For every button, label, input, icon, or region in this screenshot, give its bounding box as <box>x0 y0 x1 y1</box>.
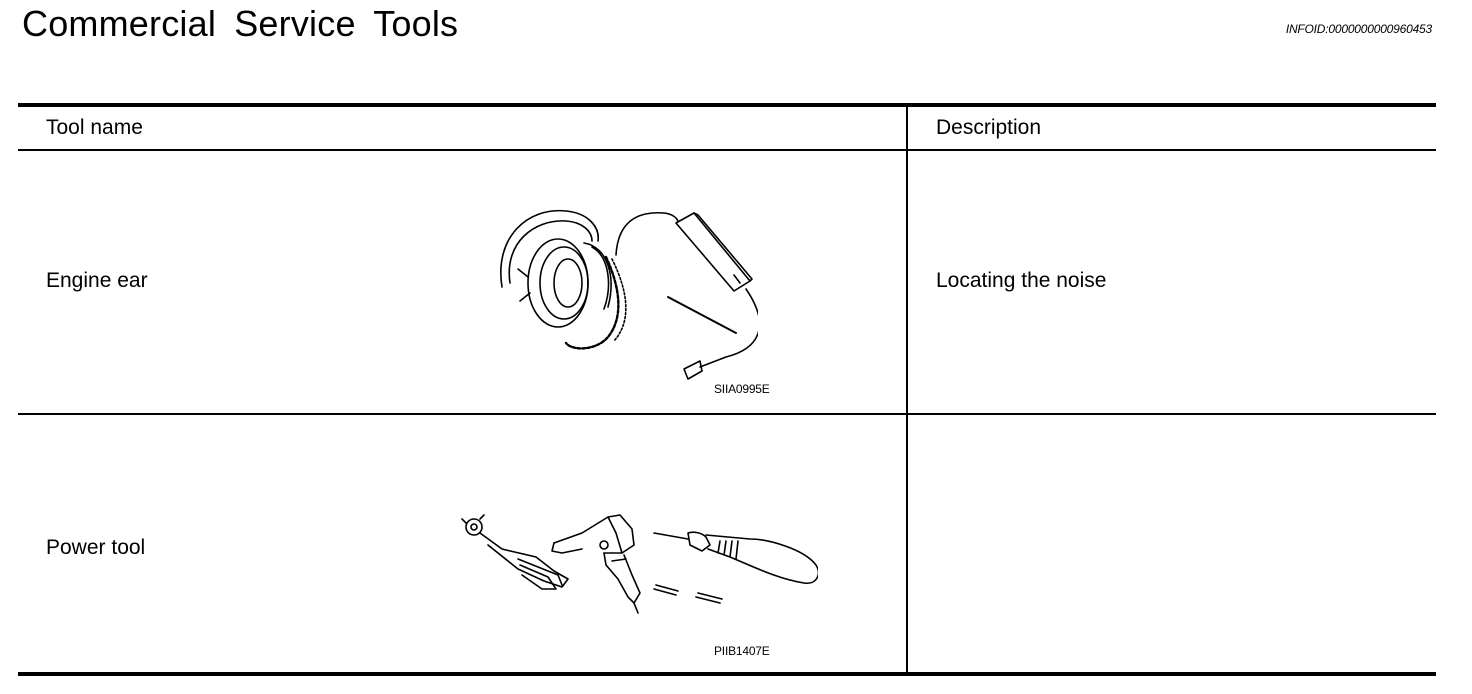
tools-table: Tool name Description Engine ear <box>18 103 1436 676</box>
tool-name: Power tool <box>46 536 146 559</box>
tool-name: Engine ear <box>46 269 148 292</box>
table-header-row: Tool name Description <box>18 107 1436 151</box>
column-header-tool-name: Tool name <box>46 116 143 139</box>
figure-code: PIIB1407E <box>714 644 770 658</box>
info-id: INFOID:0000000000960453 <box>1285 22 1432 36</box>
tool-description: Locating the noise <box>936 269 1107 292</box>
column-header-description: Description <box>936 116 1042 139</box>
figure-code: SIIA0995E <box>714 382 770 396</box>
table-row: Engine ear <box>18 151 1436 415</box>
table-row: Power tool <box>18 415 1436 676</box>
page-title: Commercial Service Tools <box>22 3 459 44</box>
column-divider <box>906 107 908 672</box>
power-tools-icon <box>458 505 818 615</box>
engine-ear-headphones-icon <box>488 197 758 387</box>
